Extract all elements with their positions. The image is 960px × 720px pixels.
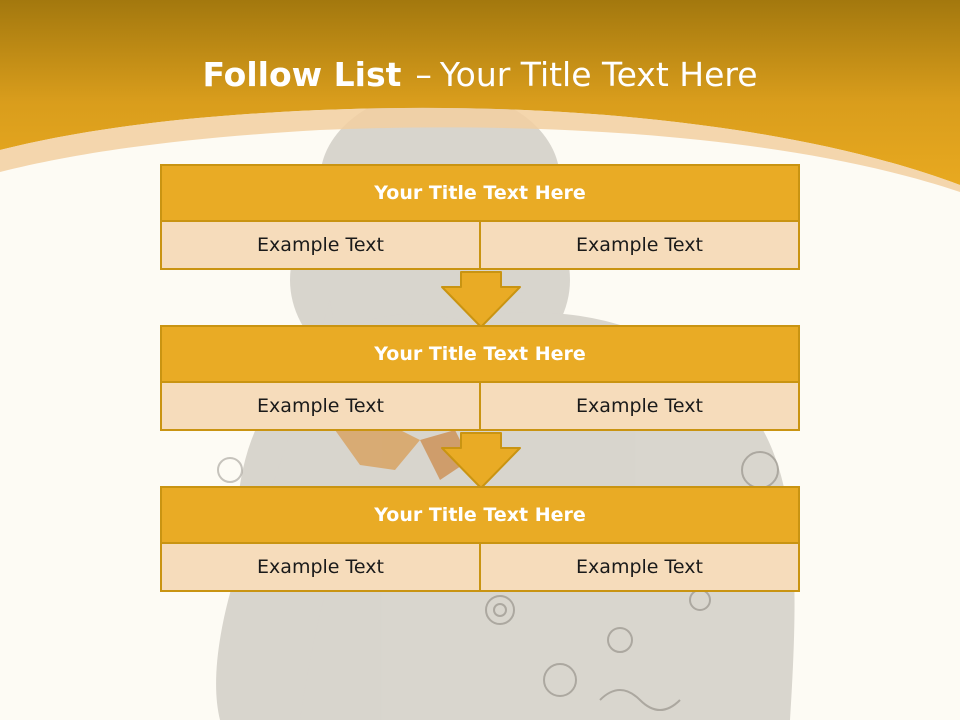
flow-block-row: Example Text Example Text	[162, 222, 798, 268]
flow-block-2: Your Title Text Here Example Text Exampl…	[160, 325, 800, 431]
header-swoosh	[0, 107, 960, 192]
flow-block-left-text: Example Text	[162, 222, 479, 268]
flow-block-left-text: Example Text	[162, 544, 479, 590]
flow-block-right-text: Example Text	[479, 222, 798, 268]
header-band	[0, 0, 960, 185]
butterfly-accent	[335, 420, 470, 480]
title-dash: –	[415, 55, 432, 94]
flow-block-1: Your Title Text Here Example Text Exampl…	[160, 164, 800, 270]
flow-block-right-text: Example Text	[479, 383, 798, 429]
flow-block-row: Example Text Example Text	[162, 383, 798, 429]
flow-block-left-text: Example Text	[162, 383, 479, 429]
title-bold-text: Follow List	[202, 55, 402, 94]
flow-block-title: Your Title Text Here	[162, 327, 798, 383]
down-arrow-icon	[441, 271, 521, 328]
flow-block-right-text: Example Text	[479, 544, 798, 590]
title-subtitle-text: Your Title Text Here	[439, 55, 758, 94]
down-arrow-icon	[441, 432, 521, 489]
flow-block-row: Example Text Example Text	[162, 544, 798, 590]
flow-block-title: Your Title Text Here	[162, 166, 798, 222]
flow-block-title: Your Title Text Here	[162, 488, 798, 544]
slide-title: Follow List–Your Title Text Here	[0, 52, 960, 98]
flow-block-3: Your Title Text Here Example Text Exampl…	[160, 486, 800, 592]
